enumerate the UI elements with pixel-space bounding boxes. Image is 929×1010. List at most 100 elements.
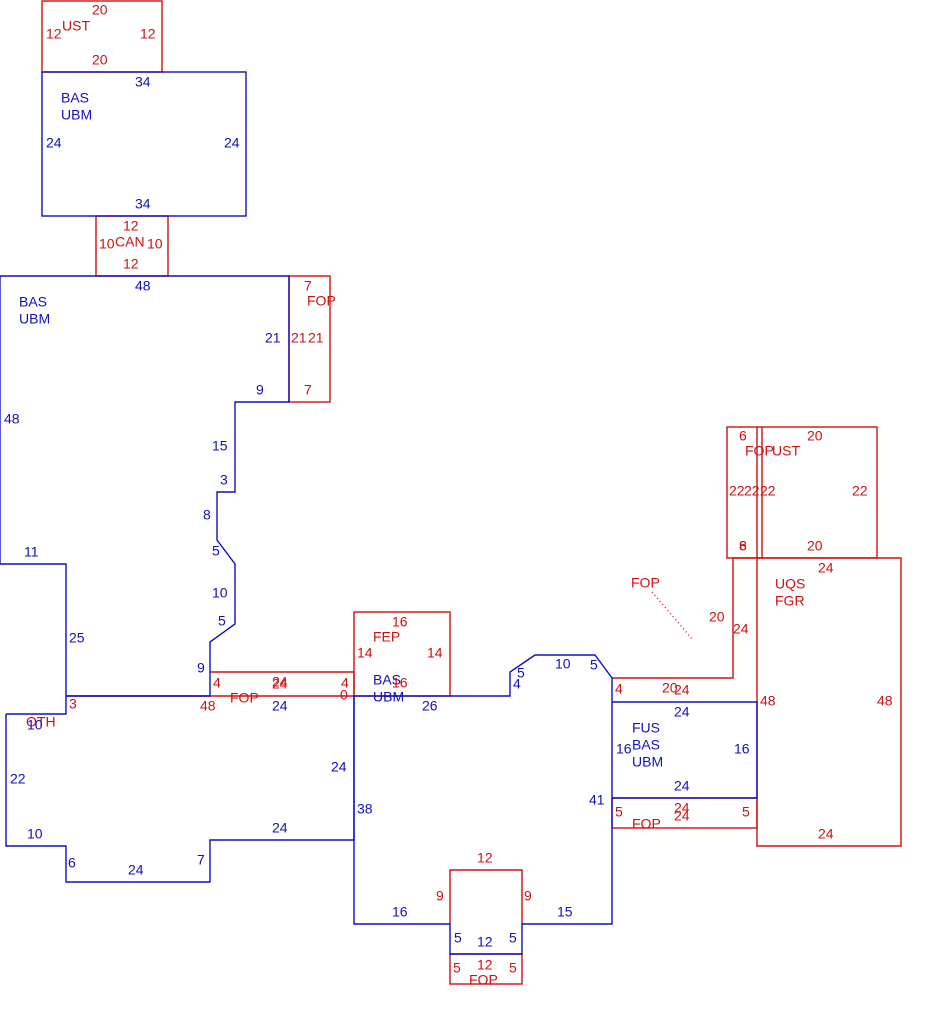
dimension-label: 38: [357, 801, 373, 817]
dimension-label: 10: [212, 585, 228, 601]
dimension-label: 10: [99, 236, 115, 252]
dimension-label: 21: [265, 330, 281, 346]
dimension-label: 22: [760, 483, 776, 499]
fop-floating-code: FOP: [631, 575, 660, 591]
dimension-label: 20: [92, 52, 108, 68]
dimension-label: 5: [218, 613, 226, 629]
dimension-label: 25: [69, 630, 85, 646]
dimension-label: 48: [877, 693, 893, 709]
dimension-label: 24: [818, 826, 834, 842]
dimension-label: 5: [615, 804, 623, 820]
dimension-label: 34: [135, 74, 151, 90]
dimension-label: 24: [331, 759, 347, 775]
dimension-label: 14: [357, 645, 373, 661]
dimension-label: 48: [760, 693, 776, 709]
fus-bas-code-2: BAS: [632, 737, 660, 753]
dimension-label: 3: [69, 696, 77, 712]
dimension-label: 16: [392, 614, 408, 630]
dimension-label: 5: [454, 930, 462, 946]
dimension-label: 8: [203, 507, 211, 523]
bas-center-outline: [353, 654, 613, 955]
dimension-label: 12: [477, 957, 493, 973]
dimension-label: 16: [616, 741, 632, 757]
fop-connector-outline: [612, 558, 734, 679]
dimension-label: 4: [213, 675, 221, 691]
ust-top-code: UST: [62, 18, 90, 34]
dimension-label: 6: [68, 855, 76, 871]
dimension-label: 6: [739, 428, 747, 444]
fop-bottom-upper-outline: [449, 869, 523, 924]
dimension-label: 5: [517, 665, 525, 681]
dimension-label: 15: [557, 904, 573, 920]
dimension-label: 24: [272, 676, 288, 692]
dimension-label: 24: [674, 704, 690, 720]
oth-outline: [5, 696, 355, 883]
dimension-label: 24: [674, 800, 690, 816]
dimension-label: 22: [744, 483, 760, 499]
dimension-label: 48: [4, 411, 20, 427]
dimension-label: 5: [212, 543, 220, 559]
dimension-label: 24: [674, 778, 690, 794]
dimension-label: 5: [453, 960, 461, 976]
dimension-labels: 20 12 12 20 34 24 24 34 12 10 10 12 48 2…: [4, 2, 893, 976]
oth-code: OTH: [26, 714, 56, 730]
dimension-label: 14: [427, 645, 443, 661]
dimension-label: 8: [739, 538, 747, 554]
bas-top-code-1: BAS: [61, 90, 89, 106]
fep-code: FEP: [373, 629, 400, 645]
dimension-label: 4: [341, 675, 349, 691]
dimension-label: 3: [220, 472, 228, 488]
dimension-label: 15: [212, 438, 228, 454]
dimension-label: 22: [729, 483, 745, 499]
fop-floating-leader: [651, 591, 694, 641]
dimension-label: 12: [477, 850, 493, 866]
dimension-label: 24: [128, 862, 144, 878]
fop-strip-code: FOP: [230, 690, 259, 706]
dimension-label: 12: [46, 26, 62, 42]
dimension-label: 48: [200, 698, 216, 714]
bas-main-code-2: UBM: [19, 311, 50, 327]
dimension-label: 16: [392, 904, 408, 920]
dimension-label: 20: [662, 680, 678, 696]
dimension-label: 7: [304, 382, 312, 398]
dimension-label: 34: [135, 196, 151, 212]
dimension-label: 9: [256, 382, 264, 398]
dimension-label: 16: [734, 741, 750, 757]
dimension-label: 20: [807, 428, 823, 444]
fus-bas-outline: [612, 701, 758, 799]
uqs-fgr-code-1: UQS: [775, 576, 805, 592]
can-code: CAN: [115, 234, 145, 250]
dimension-label: 20: [807, 538, 823, 554]
fop-under-fus-code: FOP: [632, 816, 661, 832]
dimension-label: 12: [123, 218, 139, 234]
uqs-fgr-code-2: FGR: [775, 593, 805, 609]
dimension-label: 48: [135, 278, 151, 294]
dimension-label: 22: [10, 771, 26, 787]
dimension-label: 21: [308, 330, 324, 346]
dimension-label: 24: [46, 135, 62, 151]
dimension-label: 41: [589, 792, 605, 808]
dimension-label: 4: [615, 681, 623, 697]
dimension-label: 24: [224, 135, 240, 151]
dimension-label: 20: [709, 609, 725, 625]
dimension-label: 24: [272, 698, 288, 714]
dimension-label: 7: [304, 278, 312, 294]
dimension-label: 12: [477, 934, 493, 950]
dimension-label: 12: [140, 26, 156, 42]
dimension-label: 0: [340, 687, 348, 703]
dimension-label: 10: [27, 826, 43, 842]
dimension-label: 9: [197, 660, 205, 676]
dimension-label: 24: [674, 682, 690, 698]
dimension-label: 9: [524, 888, 532, 904]
dimension-label: 11: [24, 544, 39, 560]
bas-main-outline: [0, 275, 290, 697]
dimension-label: 5: [509, 960, 517, 976]
dimension-label: 21: [291, 330, 307, 346]
blue-area-outlines: [0, 71, 758, 955]
uqs-fgr-outline: [733, 557, 902, 847]
fop-ust-right-code-1: FOP: [745, 443, 774, 459]
dimension-label: 24: [272, 820, 288, 836]
dimension-label: 7: [197, 852, 205, 868]
dimension-label: 16: [392, 675, 408, 691]
